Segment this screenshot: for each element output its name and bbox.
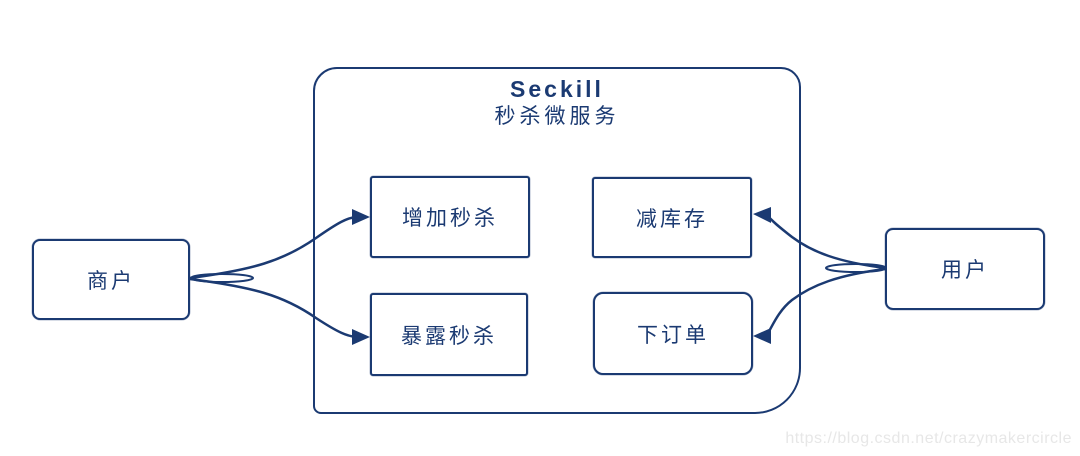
node-user: 用户 [885, 228, 1045, 310]
node-place-order: 下订单 [593, 292, 753, 375]
node-merchant-label: 商户 [87, 269, 135, 293]
watermark: https://blog.csdn.net/crazymakercircle [785, 430, 1072, 447]
node-place-order-label: 下订单 [637, 323, 709, 347]
container-title-zh: 秒杀微服务 [494, 105, 620, 128]
node-merchant: 商户 [32, 239, 190, 320]
node-add-seckill-label: 增加秒杀 [402, 207, 498, 230]
node-expose-seckill-label: 暴露秒杀 [401, 324, 497, 348]
container-title: Seckill 秒杀微服务 [315, 75, 799, 131]
node-user-label: 用户 [941, 259, 989, 282]
container-title-en: Seckill [510, 76, 604, 102]
merchant-fork-lens [190, 273, 254, 283]
node-add-seckill: 增加秒杀 [370, 176, 530, 258]
node-reduce-stock: 减库存 [592, 177, 752, 258]
node-expose-seckill: 暴露秒杀 [370, 293, 528, 376]
user-fork-lens [825, 263, 887, 273]
node-reduce-stock-label: 减库存 [636, 207, 708, 231]
